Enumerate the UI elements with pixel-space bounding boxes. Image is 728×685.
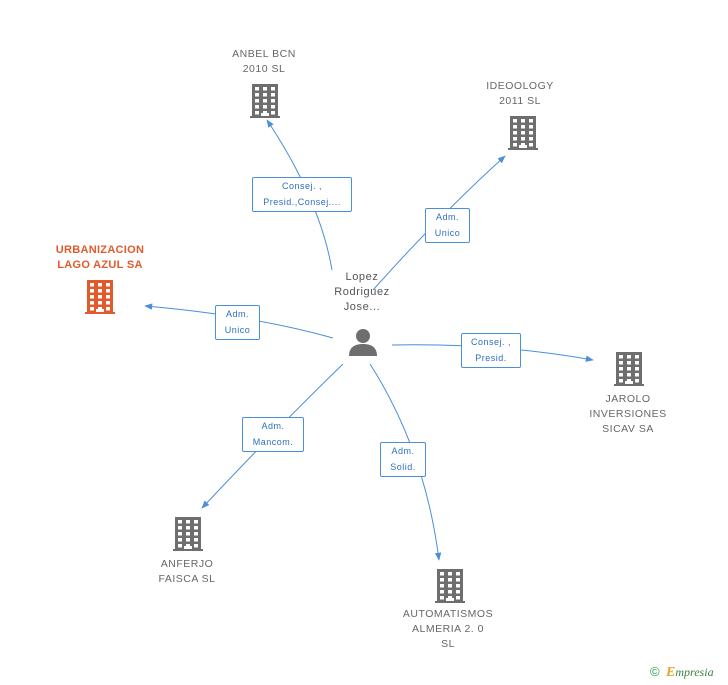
relation-label-automatismos[interactable]: Adm. Solid.	[380, 442, 426, 477]
relation-label-anbel[interactable]: Consej. , Presid.,Consej....	[252, 177, 352, 212]
company-anferjo-line-2: FAISCA SL	[158, 573, 216, 585]
person-name-line-2: Rodriguez	[334, 286, 390, 298]
company-urbanizacion-line-1: URBANIZACION	[55, 244, 145, 256]
empresia-logo[interactable]: Empresia	[666, 665, 714, 681]
person-name-line-3: Jose...	[343, 301, 381, 313]
company-ideoology-line-1: IDEOOLOGY	[486, 80, 554, 92]
building-icon[interactable]	[250, 84, 280, 123]
relation-anbel-line-1: Consej. ,	[281, 181, 323, 191]
company-jarolo-line-2: INVERSIONES	[589, 408, 667, 420]
building-icon[interactable]	[173, 517, 203, 556]
relation-automatismos-line-2: Solid.	[390, 462, 416, 472]
relation-jarolo-line-2: Presid.	[475, 353, 507, 363]
building-icon[interactable]	[508, 116, 538, 155]
relation-jarolo-line-1: Consej. ,	[470, 337, 512, 347]
company-anbel-line-2: 2010 SL	[242, 63, 286, 75]
relation-urbanizacion-line-2: Unico	[224, 325, 251, 335]
relation-urbanizacion-line-1: Adm.	[225, 309, 249, 319]
company-anferjo-line-1: ANFERJO	[160, 558, 214, 570]
copyright-icon: ©	[650, 664, 660, 679]
company-automatismos-line-2: ALMERIA 2. 0	[412, 623, 484, 635]
person-name[interactable]: Lopez Rodriguez Jose...	[322, 270, 402, 315]
relation-anferjo-line-2: Mancom.	[252, 437, 294, 447]
company-anbel-line-1: ANBEL BCN	[232, 48, 296, 60]
building-icon[interactable]	[614, 352, 644, 391]
relation-anbel-line-2: Presid.,Consej....	[263, 197, 341, 207]
relation-ideoology-line-1: Adm.	[435, 212, 459, 222]
company-jarolo-line-3: SICAV SA	[602, 423, 654, 435]
relation-label-jarolo[interactable]: Consej. , Presid.	[461, 333, 521, 368]
relation-anferjo-line-1: Adm.	[261, 421, 285, 431]
company-ideoology-line-2: 2011 SL	[499, 95, 541, 107]
person-name-line-1: Lopez	[345, 271, 379, 283]
relation-label-anferjo[interactable]: Adm. Mancom.	[242, 417, 304, 452]
company-urbanizacion-line-2: LAGO AZUL SA	[57, 259, 143, 271]
brand-first-letter: E	[666, 665, 676, 680]
company-jarolo-line-1: JAROLO	[605, 393, 651, 405]
building-icon-highlight[interactable]	[85, 280, 115, 319]
relation-label-urbanizacion[interactable]: Adm. Unico	[215, 305, 260, 340]
company-automatismos-line-1: AUTOMATISMOS	[402, 608, 494, 620]
company-anferjo-label[interactable]: ANFERJO FAISCA SL	[137, 557, 237, 587]
company-anbel-label[interactable]: ANBEL BCN 2010 SL	[214, 47, 314, 77]
company-jarolo-label[interactable]: JAROLO INVERSIONES SICAV SA	[578, 392, 678, 437]
company-automatismos-label[interactable]: AUTOMATISMOS ALMERIA 2. 0 SL	[396, 607, 500, 652]
relation-automatismos-line-1: Adm.	[391, 446, 415, 456]
person-icon[interactable]	[348, 327, 378, 362]
company-urbanizacion-label[interactable]: URBANIZACION LAGO AZUL SA	[44, 243, 156, 273]
company-automatismos-line-3: SL	[441, 638, 455, 650]
relation-ideoology-line-2: Unico	[434, 228, 461, 238]
brand-rest: mpresia	[675, 665, 714, 679]
company-ideoology-label[interactable]: IDEOOLOGY 2011 SL	[470, 79, 570, 109]
building-icon[interactable]	[435, 569, 465, 608]
relation-label-ideoology[interactable]: Adm. Unico	[425, 208, 470, 243]
